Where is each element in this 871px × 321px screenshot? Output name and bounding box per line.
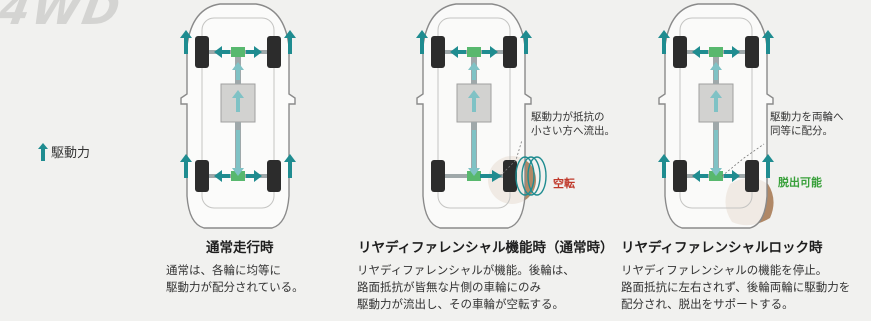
- panel-2-callout: 駆動力が抵抗の 小さい方へ流出。: [531, 111, 615, 137]
- rear-right-tire: [745, 160, 759, 192]
- legend: 駆動力: [38, 142, 90, 161]
- front-right-tire: [503, 36, 517, 68]
- front-right-tire: [745, 36, 759, 68]
- spin-label: 空転: [553, 177, 575, 190]
- panel-3-description: リヤディファレンシャルの機能を停止。 路面抵抗に左右されず、後輪両輪に駆動力を …: [621, 263, 851, 311]
- rear-right-tire: [503, 160, 517, 192]
- normal-driving-diagram: [180, 3, 296, 229]
- front-right-tire: [267, 36, 281, 68]
- drive-force-arrows: [180, 30, 296, 178]
- front-left-tire: [431, 36, 445, 68]
- up-arrow-icon: [38, 142, 48, 161]
- legend-label: 駆動力: [51, 146, 91, 161]
- rear-left-tire: [673, 160, 687, 192]
- drive-force-arrows: [416, 30, 532, 54]
- rear-left-tire: [195, 160, 209, 192]
- drive-force-arrows: [658, 30, 774, 178]
- panel-3-callout: 駆動力を両輪へ 同等に配分。: [770, 111, 844, 137]
- panel-2-description: リヤディファレンシャルが機能。後輪は、 路面抵抗が皆無な片側の車輪にのみ 駆動力…: [357, 263, 575, 311]
- panel-3-title: リヤディファレンシャルロック時: [621, 240, 823, 256]
- spin-rings-icon: [515, 156, 547, 196]
- front-left-tire: [673, 36, 687, 68]
- panel-2-title: リヤディファレンシャル機能時（通常時）: [358, 240, 614, 256]
- rear-right-tire: [267, 160, 281, 192]
- panel-1-description: 通常は、各輪に均等に 駆動力が配分されている。: [166, 263, 304, 294]
- panel-1-title: 通常走行時: [206, 240, 274, 256]
- rear-left-tire: [431, 160, 445, 192]
- rear-diff-function-diagram: [416, 3, 547, 229]
- escape-label: 脱出可能: [778, 176, 822, 189]
- front-left-tire: [195, 36, 209, 68]
- rear-diff-lock-diagram: [658, 3, 774, 229]
